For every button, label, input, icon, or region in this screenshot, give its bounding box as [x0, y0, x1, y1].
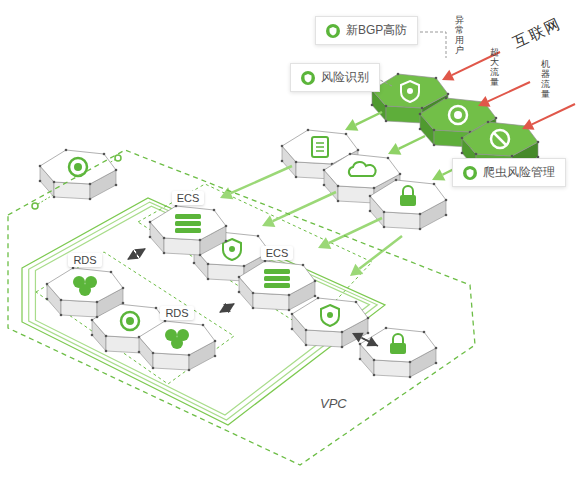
- traffic-label: 异常用户: [455, 16, 464, 56]
- double-arrow-connector: [128, 249, 145, 259]
- blocks: [39, 73, 540, 379]
- block-icon: [39, 149, 118, 201]
- callout-icon: [326, 24, 340, 38]
- block-label: RDS: [42, 250, 128, 268]
- callout-box: 风险识别: [290, 63, 380, 92]
- region-label: VPC: [318, 396, 349, 411]
- double-arrow-connector: [220, 304, 234, 312]
- block-label-text: ECS: [172, 191, 205, 205]
- traffic-arrows: [220, 52, 575, 276]
- callout-icon: [463, 166, 477, 180]
- block-label: ECS: [145, 188, 231, 206]
- traffic-label: 机器流量: [541, 60, 550, 100]
- callout-text: 爬虫风险管理: [483, 164, 555, 181]
- block-label: RDS: [134, 303, 220, 321]
- block-label: ECS: [234, 243, 320, 261]
- block-icon: [359, 327, 438, 379]
- block-label-text: RDS: [68, 253, 101, 267]
- block-icon: [291, 297, 370, 349]
- block-icon: [238, 260, 317, 312]
- server-block: ECS: [145, 188, 231, 258]
- callout-icon: [301, 71, 315, 85]
- network-label: 互联网: [510, 14, 564, 53]
- server-block: RDS: [134, 303, 220, 373]
- server-block: RDS: [42, 250, 128, 320]
- traffic-label: 超大流量: [490, 48, 499, 88]
- network-lines: [22, 155, 385, 425]
- block-icon: [149, 205, 228, 257]
- callout-box: 新BGP高防: [315, 16, 418, 45]
- block-icon: [138, 320, 217, 372]
- callout-box: 爬虫风险管理: [452, 158, 566, 187]
- callout-text: 风险识别: [321, 69, 369, 86]
- double-arrow: [352, 333, 378, 347]
- block-label-text: RDS: [160, 306, 193, 320]
- vpc-region: VPC ECS RDS ECS RDS: [0, 140, 482, 470]
- block-icon: [46, 267, 125, 319]
- server-block: ECS: [234, 243, 320, 313]
- block-icon: [369, 179, 448, 231]
- callout-text: 新BGP高防: [346, 22, 407, 39]
- block-label-text: ECS: [261, 246, 294, 260]
